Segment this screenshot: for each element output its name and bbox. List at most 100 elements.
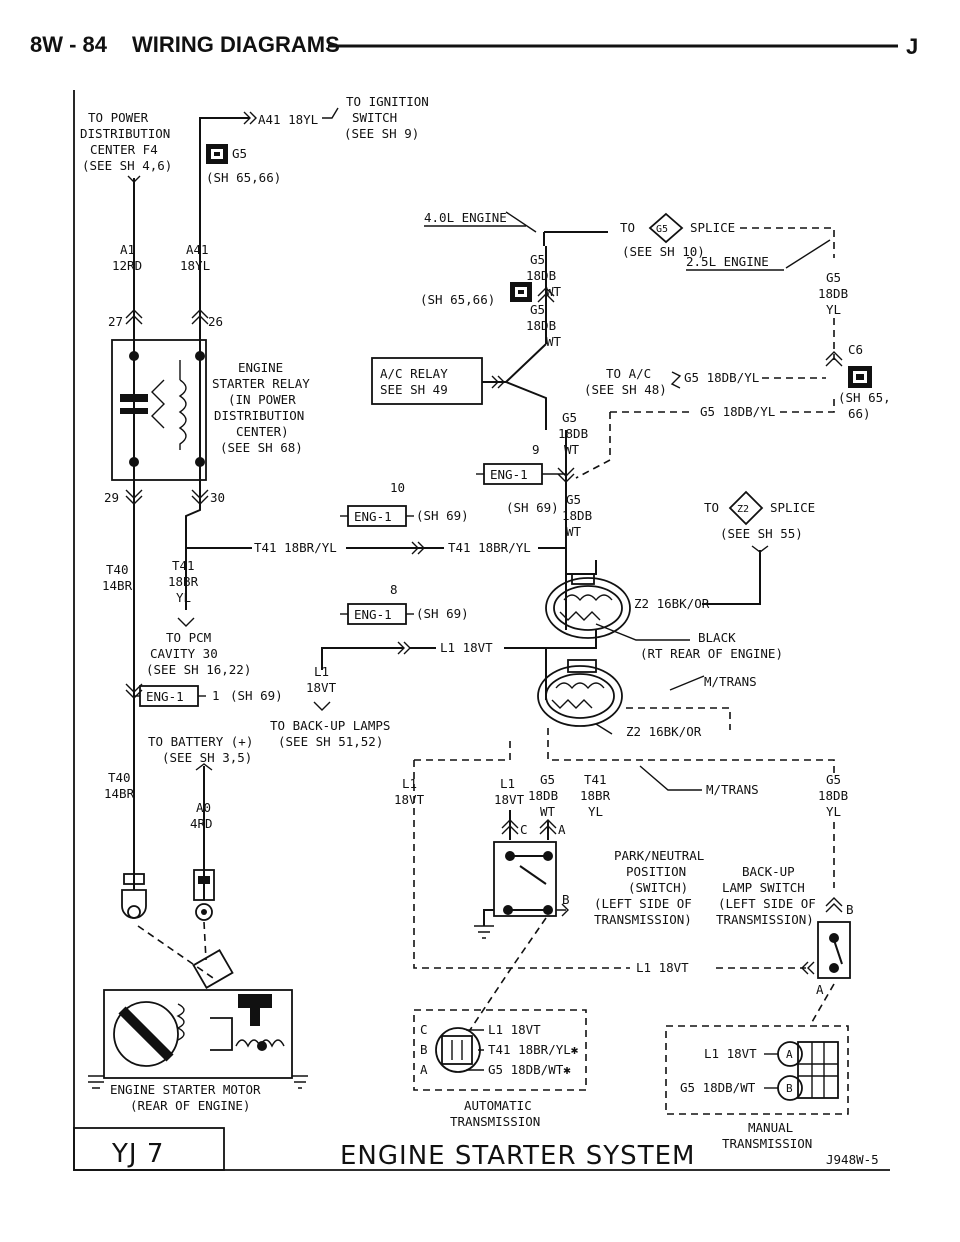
mtrans-connector <box>537 659 623 727</box>
mtrans-b: M/TRANS <box>706 782 759 797</box>
auto-a: A <box>420 1062 428 1077</box>
g5-diamond-text: G5 <box>656 224 668 235</box>
g5-yl-d-2: 18DB <box>818 788 848 803</box>
t41-label-bg-a <box>252 540 346 556</box>
t41-label-bg-b <box>444 540 538 556</box>
g5-yl-a-2: 18DB <box>818 286 848 301</box>
ac-relay-2: SEE SH 49 <box>380 382 448 397</box>
g5-wt-d-2: 18DB <box>562 508 592 523</box>
ground-ref-icon-b <box>510 282 532 302</box>
pin-b: B <box>562 892 570 907</box>
page-title: WIRING DIAGRAMS <box>132 32 340 57</box>
mtrans-b-pointer <box>639 765 702 791</box>
power-source-labels: TO POWER DISTRIBUTION CENTER F4 (SEE SH … <box>80 94 429 185</box>
g5-yl-a-3: YL <box>826 302 841 317</box>
to-ignition-line1: TO IGNITION <box>346 94 429 109</box>
l1-vt-b-2: 18VT <box>394 792 425 807</box>
man-conn-box <box>665 1025 849 1115</box>
to-ac-2: (SEE SH 48) <box>584 382 667 397</box>
page-number: 8W - 84 <box>30 32 108 57</box>
g5-wt-b-1: G5 <box>530 302 545 317</box>
l1-wire-a <box>321 647 404 670</box>
battery-arrow <box>195 763 213 771</box>
l1-d-label: L1 18VT <box>636 960 689 975</box>
auto-c: C <box>420 1022 428 1037</box>
a41-splice-tick <box>322 107 339 119</box>
relay-line6: (SEE SH 68) <box>220 440 303 455</box>
splice-word-b: SPLICE <box>770 500 815 515</box>
l1-arrow-a <box>313 701 331 711</box>
pin-a: A <box>558 822 566 837</box>
pns-ground-icon <box>474 925 494 939</box>
man-title-1: MANUAL <box>748 1120 793 1135</box>
see-sh10: (SEE SH 10) <box>622 244 705 259</box>
g5-yl-d-3: YL <box>826 804 841 819</box>
black-pointer <box>595 623 690 641</box>
a1-label-1: A1 <box>120 242 135 257</box>
man-b: B <box>786 1082 793 1095</box>
mtrans-a-pointer <box>669 675 705 691</box>
starter-motor <box>88 921 308 1089</box>
page-header: 8W - 84 WIRING DIAGRAMS J <box>30 32 918 59</box>
t41-label-1: T41 <box>172 558 195 573</box>
backup-sw-1: BACK-UP <box>742 864 795 879</box>
to-ignition-line3: (SEE SH 9) <box>344 126 419 141</box>
ground-ref-icon <box>206 144 228 164</box>
to-ignition-line2: SWITCH <box>352 110 397 125</box>
pin30: 30 <box>210 490 225 505</box>
mtrans-a: M/TRANS <box>704 674 757 689</box>
a0-label-1: A0 <box>196 800 211 815</box>
to-ac-tick <box>670 371 682 389</box>
t40-b-label-1: T40 <box>108 770 131 785</box>
model-box <box>73 1127 225 1171</box>
z2-diamond-text: Z2 <box>737 504 749 515</box>
pin9: 9 <box>532 442 540 457</box>
pin26-mark <box>191 309 209 325</box>
header-mark: J <box>906 34 918 59</box>
g5-yl-b: G5 18DB/YL <box>684 370 759 385</box>
t41-d-1: T41 <box>584 772 607 787</box>
auto-b: B <box>420 1042 428 1057</box>
ring-terminal-a0 <box>193 869 215 921</box>
g5-ref-label: G5 <box>232 146 247 161</box>
t40-label-1: T40 <box>106 562 129 577</box>
t41-arrow <box>177 617 195 627</box>
pin27-mark <box>125 309 143 325</box>
l1-d-mark <box>801 961 815 975</box>
a41-label-2: 18YL <box>180 258 210 273</box>
manual-connector <box>764 1041 839 1101</box>
dash-top-left <box>414 740 511 761</box>
a1-label-2: 12RD <box>112 258 142 273</box>
c6-b-mark <box>825 351 843 367</box>
pin10: 10 <box>390 480 405 495</box>
g5-yl-d-1: G5 <box>826 772 841 787</box>
g5-wt-a-1: G5 <box>530 252 545 267</box>
backup-2: (SEE SH 51,52) <box>278 734 383 749</box>
auto-connector <box>435 1027 484 1073</box>
relay-line2: STARTER RELAY <box>212 376 310 391</box>
pns-1: PARK/NEUTRAL <box>614 848 704 863</box>
z2-splice-diamond <box>728 490 764 526</box>
a41-wire <box>199 117 250 250</box>
to-pcm-2: CAVITY 30 <box>150 646 218 661</box>
g5-wt-a-2: 18DB <box>526 268 556 283</box>
g5-wt-c-3: WT <box>564 442 580 457</box>
g5-wt-d-1: G5 <box>566 492 581 507</box>
starter-relay <box>111 339 207 481</box>
g5-splice-dash <box>740 227 835 258</box>
g5-wt-b-3: WT <box>546 334 562 349</box>
auto-title-1: AUTOMATIC <box>464 1098 532 1113</box>
dash-left <box>413 760 630 969</box>
to-power-line1: TO POWER <box>88 110 149 125</box>
g5-wt-c-2: 18DB <box>558 426 588 441</box>
t41-d-3: YL <box>588 804 603 819</box>
a41-connector-mark <box>243 111 257 125</box>
g5-yl-c-dash-right <box>780 396 835 413</box>
pin27: 27 <box>108 314 123 329</box>
g5-wt-c-1: G5 <box>562 410 577 425</box>
to-pcm-3: (SEE SH 16,22) <box>146 662 251 677</box>
to-z2-text: TO <box>704 500 719 515</box>
pns-2: POSITION <box>626 864 686 879</box>
c6-b-label: C6 <box>848 342 863 357</box>
l1-vt-a-2: 18VT <box>306 680 337 695</box>
